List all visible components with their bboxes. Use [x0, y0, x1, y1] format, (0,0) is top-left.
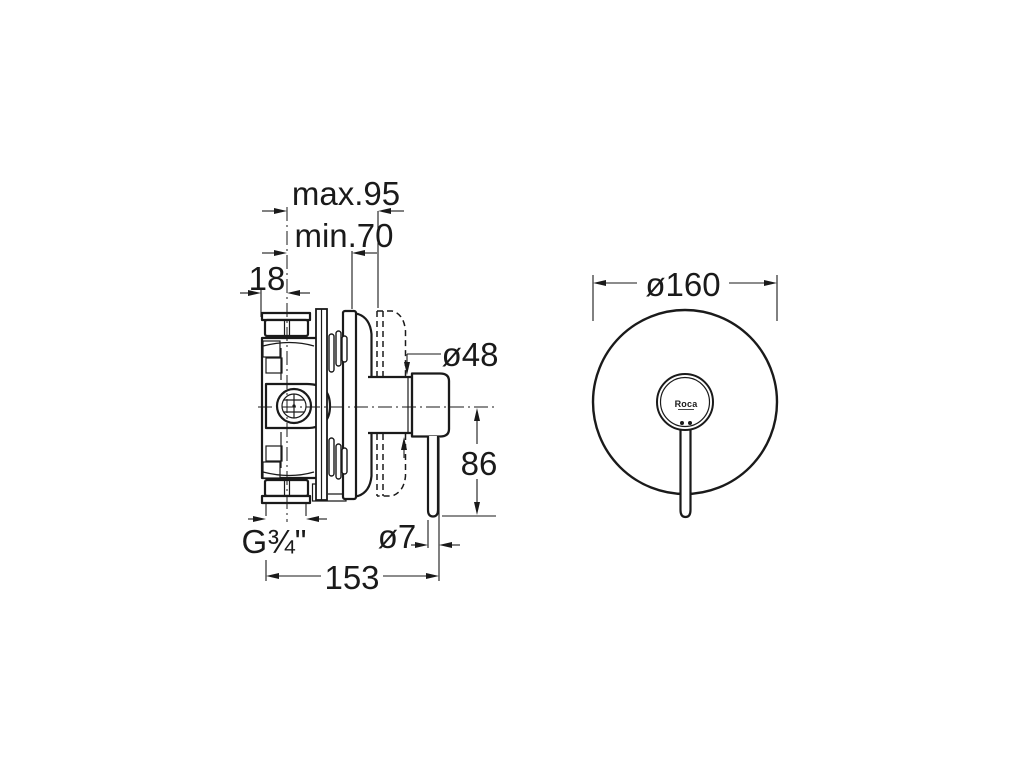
inlet-connection-bottom: [260, 478, 312, 505]
escutcheon-max-position-dashed: [376, 310, 407, 497]
indicator-dot-right: [688, 421, 692, 425]
escutcheon-diameter-dimension: ø160: [592, 266, 778, 321]
brand-logo: Roca: [675, 399, 699, 409]
dim-min-recess-depth-label: min.70: [294, 217, 393, 254]
handle-knob: [410, 372, 451, 438]
indicator-dot-left: [680, 421, 684, 425]
handle-hub-outer-circle: [656, 373, 714, 431]
side-view-labels: max.95 min.70 18 G¾" ø7 153 86 ø48: [242, 175, 499, 596]
front-view: ø160 Roca: [591, 266, 779, 519]
dim-thread-size-label: G¾": [242, 523, 307, 560]
trim-sleeve: [368, 375, 412, 435]
cartridge: [264, 382, 332, 430]
lever-handle-front: [679, 422, 692, 519]
dim-inlet-offset-label: 18: [249, 260, 286, 297]
dim-trim-sleeve-diameter-label: ø48: [442, 336, 499, 373]
dim-max-recess-depth-label: max.95: [292, 175, 400, 212]
inlet-connection-top: [260, 311, 312, 338]
plaster-guard-slots: [328, 330, 348, 480]
handle-hub-inner-circle: [659, 376, 711, 428]
dim-lever-drop-label: 86: [461, 445, 498, 482]
dim-lever-rod-diameter-label: ø7: [378, 518, 417, 555]
dim-overall-depth-label: 153: [324, 559, 379, 596]
escutcheon-min-position: [328, 309, 373, 501]
lever-handle-side: [426, 436, 440, 518]
dimension-lines: [240, 208, 480, 579]
dim-escutcheon-diameter-label: ø160: [645, 266, 720, 303]
valve-body-recesses: [262, 340, 315, 479]
side-view: max.95 min.70 18 G¾" ø7 153 86 ø48: [240, 175, 498, 596]
extension-lines: [260, 211, 496, 581]
